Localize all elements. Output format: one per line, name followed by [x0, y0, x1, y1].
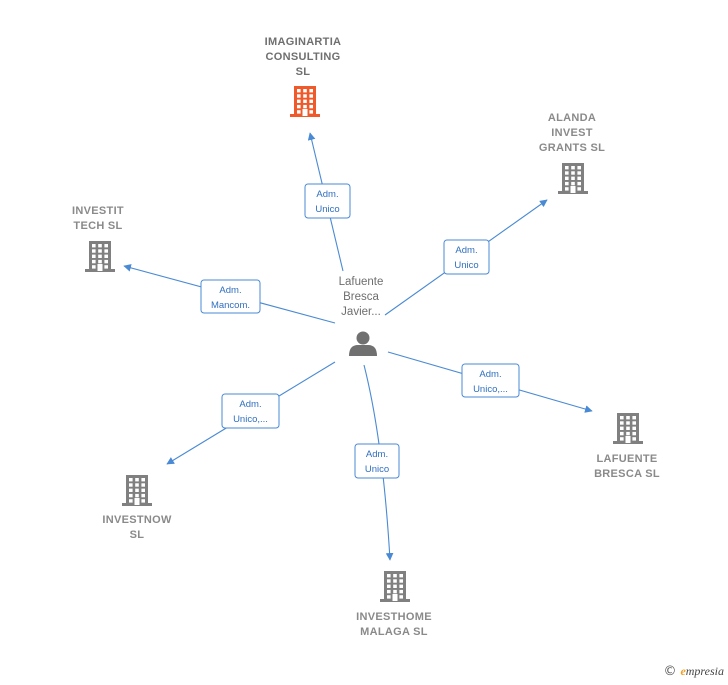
- person-icon: [349, 331, 377, 356]
- company-name: CONSULTING: [266, 51, 341, 63]
- edge-lafuente[interactable]: Adm. Unico,...: [387, 351, 593, 413]
- building-icon: [290, 86, 320, 117]
- company-node-alanda[interactable]: ALANDA INVEST GRANTS SL: [539, 112, 605, 194]
- building-icon: [122, 475, 152, 506]
- edge-investhome[interactable]: Adm. Unico: [354, 364, 400, 561]
- edge-label-box[interactable]: [221, 393, 280, 429]
- company-name: INVESTNOW: [102, 514, 172, 526]
- edge-label-text: Adm.: [366, 449, 388, 460]
- edge-label-text: Unico,...: [233, 414, 268, 425]
- edge-alanda[interactable]: Adm. Unico: [384, 199, 548, 316]
- edges-layer: Adm.UnicoAdm.UnicoAdm.Mancom.Adm.Unico,.…: [123, 132, 593, 561]
- building-icon: [380, 571, 410, 602]
- edge-label-text: Adm.: [219, 285, 241, 296]
- edge-label-text: Adm.: [479, 369, 501, 380]
- company-node-lafuente[interactable]: LAFUENTE BRESCA SL: [594, 413, 660, 480]
- building-icon: [558, 163, 588, 194]
- company-node-investit[interactable]: INVESTIT TECH SL: [72, 205, 124, 272]
- company-name: GRANTS SL: [539, 142, 605, 154]
- edge-label-text: Unico: [454, 260, 478, 271]
- company-name: SL: [130, 529, 145, 541]
- company-node-imaginartia[interactable]: IMAGINARTIA CONSULTING SL: [265, 36, 342, 117]
- company-node-investnow[interactable]: INVESTNOW SL: [102, 475, 172, 541]
- footer-brand[interactable]: © empresia: [663, 664, 724, 679]
- edge-label-box[interactable]: [461, 363, 520, 398]
- edge-label-text: Unico,...: [473, 384, 508, 395]
- company-name: INVEST: [551, 127, 593, 139]
- edge-label-text: Adm.: [239, 399, 261, 410]
- edge-imaginartia[interactable]: Adm. Unico: [304, 132, 351, 272]
- edge-label-text: Adm.: [316, 189, 338, 200]
- edge-label-text: Adm.: [455, 245, 477, 256]
- edge-investit[interactable]: Adm. Mancom.: [123, 264, 336, 324]
- company-name: IMAGINARTIA: [265, 36, 342, 48]
- edge-label-box[interactable]: [354, 443, 400, 479]
- company-name: MALAGA SL: [360, 626, 428, 638]
- building-icon: [85, 241, 115, 272]
- edge-label-box[interactable]: [443, 239, 490, 275]
- person-name: Bresca: [343, 291, 379, 303]
- company-name: SL: [296, 66, 311, 78]
- nodes-layer: IMAGINARTIA CONSULTING SL ALANDA INVEST GRANT…: [72, 36, 660, 638]
- edge-label-text: Mancom.: [211, 300, 250, 311]
- edge-label-box[interactable]: [200, 279, 261, 314]
- company-name: TECH SL: [73, 220, 122, 232]
- person-node[interactable]: LafuenteBrescaJavier...: [339, 276, 384, 356]
- company-name: ALANDA: [548, 112, 596, 124]
- person-name: Javier...: [341, 306, 381, 318]
- copyright-icon: ©: [663, 664, 677, 679]
- edge-label-text: Unico: [315, 204, 339, 215]
- edge-label-box[interactable]: [304, 183, 351, 219]
- company-name: BRESCA SL: [594, 468, 660, 480]
- company-name: LAFUENTE: [596, 453, 657, 465]
- brand-logo: empresia: [680, 664, 724, 678]
- company-name: INVESTIT: [72, 205, 124, 217]
- edge-label-text: Unico: [365, 464, 389, 475]
- company-node-investhome[interactable]: INVESTHOME MALAGA SL: [356, 571, 432, 638]
- edge-investnow[interactable]: Adm. Unico,...: [166, 361, 336, 465]
- company-name: INVESTHOME: [356, 611, 432, 623]
- building-icon: [613, 413, 643, 444]
- person-name: Lafuente: [339, 276, 384, 288]
